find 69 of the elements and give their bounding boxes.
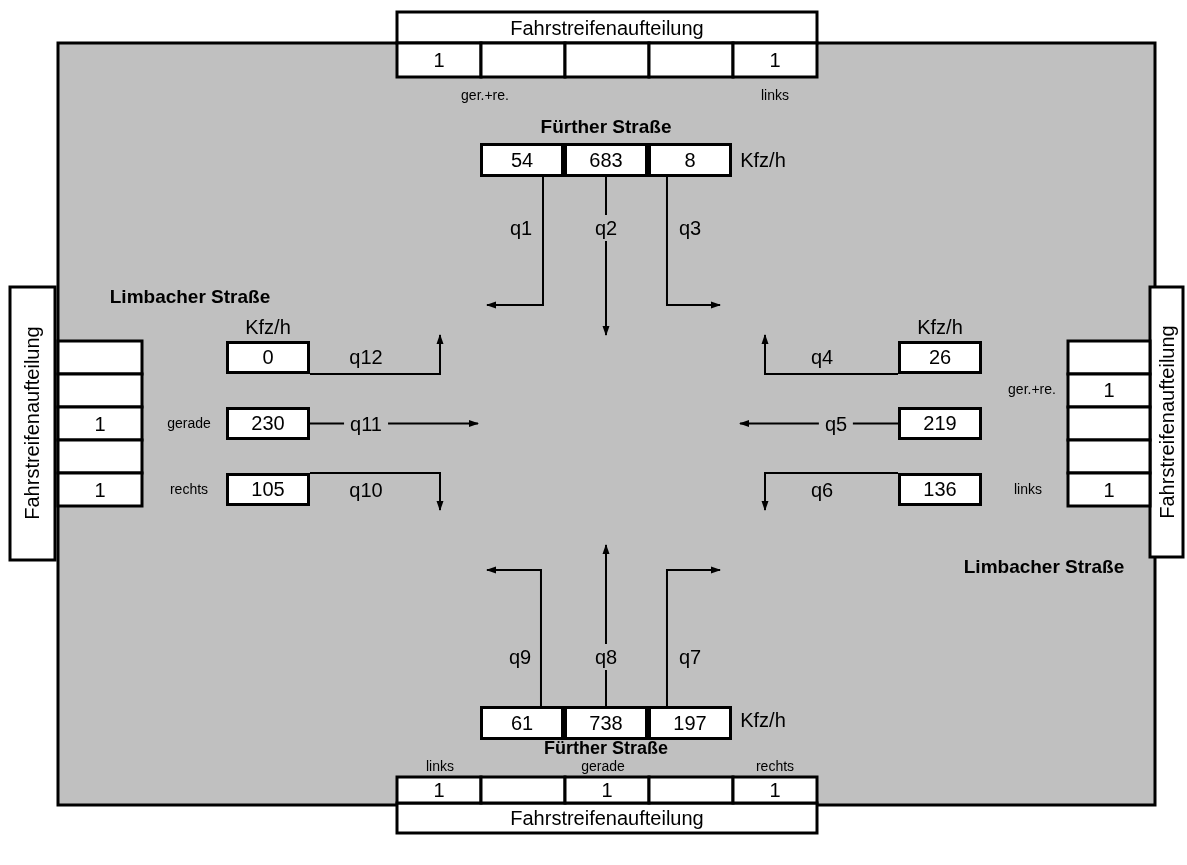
- traffic-count-box: [226, 473, 310, 506]
- count-value: 136: [923, 478, 957, 501]
- count-value: 0: [262, 346, 274, 369]
- flow-arrow: [666, 176, 721, 309]
- flow-arrow: [666, 566, 721, 707]
- unit-label: Kfz/h: [740, 709, 786, 731]
- lane-direction: links: [1014, 482, 1042, 498]
- traffic-count-box: [480, 143, 564, 177]
- count-value: 219: [923, 412, 957, 435]
- table-header: Fahrstreifenaufteilung: [21, 326, 43, 520]
- edge-label: q12: [349, 346, 383, 368]
- lane-count: 1: [769, 49, 781, 71]
- count-value: 683: [589, 148, 623, 172]
- count-value: 61: [510, 711, 534, 735]
- lane-direction: links: [426, 759, 454, 775]
- traffic-count-box: [898, 407, 982, 440]
- lane-direction: ger.+re.: [1008, 382, 1056, 398]
- unit-label: Kfz/h: [740, 149, 786, 171]
- edge-label: q4: [810, 346, 834, 368]
- lane-count: 1: [1103, 379, 1115, 401]
- lane-direction: rechts: [755, 759, 795, 775]
- edge-label: q7: [678, 646, 702, 668]
- traffic-count-box: [564, 706, 648, 740]
- lane-count: 1: [769, 779, 781, 801]
- count-value: 26: [928, 346, 952, 369]
- count-value: 54: [510, 148, 534, 172]
- traffic-count-box: [564, 143, 648, 177]
- edge-label: q10: [349, 479, 383, 501]
- edge-label: q6: [810, 479, 834, 501]
- traffic-count-box: [648, 143, 732, 177]
- street-name: Limbacher Straße: [109, 286, 271, 308]
- table-header: Fahrstreifenaufteilung: [510, 17, 704, 39]
- lane-count: 1: [433, 49, 445, 71]
- count-value: 738: [589, 711, 623, 735]
- lane-count: 1: [94, 479, 106, 501]
- lane-count: 1: [1103, 479, 1115, 501]
- flow-arrow: [309, 334, 444, 375]
- lane-direction: links: [761, 88, 789, 104]
- edge-label: q9: [508, 646, 532, 668]
- count-value: 105: [251, 478, 285, 501]
- count-value: 197: [673, 711, 707, 735]
- street-name: Fürther Straße: [544, 739, 668, 759]
- edge-label: q3: [678, 217, 702, 239]
- flow-arrow: [309, 472, 444, 511]
- traffic-count-box: [648, 706, 732, 740]
- flow-arrow: [486, 176, 544, 309]
- flow-arrow: [761, 472, 899, 511]
- edge-label: q1: [509, 217, 533, 239]
- traffic-count-box: [480, 706, 564, 740]
- street-name: Limbacher Straße: [963, 556, 1125, 578]
- lane-direction: ger.+re.: [461, 88, 509, 104]
- unit-label: Kfz/h: [245, 316, 291, 338]
- lane-count: 1: [601, 779, 613, 801]
- lane-count: 1: [94, 413, 106, 435]
- traffic-count-box: [226, 407, 310, 440]
- lane-direction: gerade: [581, 759, 625, 775]
- lane-direction: rechts: [169, 482, 209, 498]
- table-header: Fahrstreifenaufteilung: [1156, 325, 1178, 519]
- unit-label: Kfz/h: [917, 316, 963, 338]
- count-value: 230: [251, 412, 285, 435]
- street-name: Fürther Straße: [540, 116, 672, 138]
- lane-count: 1: [433, 779, 445, 801]
- flow-arrow: [486, 566, 542, 707]
- traffic-count-box: [898, 473, 982, 506]
- count-value: 8: [684, 148, 696, 172]
- traffic-count-box: [898, 341, 982, 374]
- table-header: Fahrstreifenaufteilung: [510, 807, 704, 829]
- flow-arrow: [761, 334, 899, 375]
- traffic-count-box: [226, 341, 310, 374]
